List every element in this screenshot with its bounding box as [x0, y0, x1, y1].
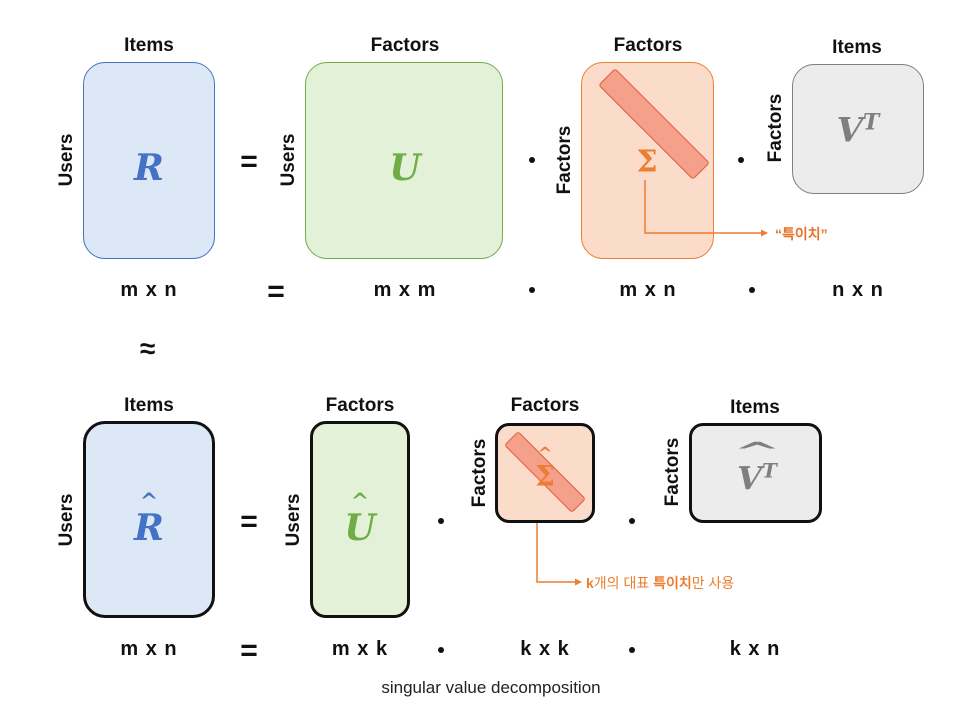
v-hat-matrix-symbol: ^ VT	[733, 437, 781, 498]
u-matrix	[305, 62, 503, 259]
v-matrix-dim: n x n	[832, 279, 884, 301]
annotation-k: k	[586, 575, 594, 591]
dims-equals-sign: =	[240, 634, 258, 667]
r-hat-letter: R	[134, 507, 164, 549]
r-hat-matrix-symbol: ^ R	[134, 489, 164, 549]
sigma-matrix-header: Factors	[613, 35, 683, 56]
dims-multiply-dot	[529, 287, 535, 293]
sigma-hat-matrix-symbol: ^ Σ	[535, 444, 555, 493]
v-hat-matrix-header: Items	[730, 397, 780, 418]
v-hat-matrix-side-label: Factors	[662, 437, 683, 507]
u-matrix-header: Factors	[370, 35, 440, 56]
u-hat-matrix	[310, 421, 410, 618]
caption: singular value decomposition	[381, 678, 601, 697]
v-matrix-symbol: VT	[837, 109, 880, 150]
hat-icon: ^	[537, 443, 553, 465]
u-hat-letter: U	[344, 507, 376, 549]
sigma-hat-letter: Σ	[535, 459, 555, 493]
annotation-text-a: 개의 대표	[593, 575, 654, 591]
sigma-matrix-dim: m x n	[619, 279, 677, 301]
v-hat-superscript: T	[761, 458, 777, 483]
v-matrix	[792, 64, 924, 194]
top-annotation-label: “특이치”	[775, 226, 828, 242]
v-hat-letter: V	[737, 459, 762, 498]
hat-icon: ^	[732, 436, 782, 466]
r-hat-matrix	[83, 421, 215, 618]
multiply-dot	[629, 518, 635, 524]
dims-multiply-dot	[438, 647, 444, 653]
multiply-dot	[738, 157, 744, 163]
approx-sign: ≈	[140, 333, 156, 364]
r-matrix-dim: m x n	[120, 279, 178, 301]
hat-icon: ^	[350, 489, 370, 515]
u-hat-matrix-symbol: ^ U	[344, 489, 376, 549]
v-hat-matrix	[689, 423, 822, 523]
r-hat-matrix-side-label: Users	[56, 493, 77, 547]
r-matrix	[83, 62, 215, 259]
v-symbol-letter: V	[836, 110, 864, 151]
u-hat-matrix-side-label: Users	[283, 493, 304, 547]
dims-equals-sign: =	[267, 275, 285, 308]
sigma-hat-matrix-side-label: Factors	[469, 438, 490, 508]
sigma-matrix-symbol: Σ	[636, 144, 658, 180]
equals-sign: =	[240, 145, 258, 178]
bottom-annotation-label: k개의 대표 특이치만 사용	[586, 573, 734, 593]
annotation-text-b: 특이치	[653, 575, 692, 591]
u-hat-matrix-header: Factors	[325, 395, 395, 416]
equals-sign: =	[240, 505, 258, 538]
sigma-hat-matrix-dim: k x k	[520, 638, 570, 660]
annotation-text-c: 만 사용	[691, 575, 735, 591]
sigma-hat-matrix-header: Factors	[510, 395, 580, 416]
dims-multiply-dot	[629, 647, 635, 653]
u-matrix-dim: m x m	[373, 279, 437, 301]
hat-icon: ^	[139, 489, 159, 515]
dims-multiply-dot	[749, 287, 755, 293]
r-matrix-header: Items	[124, 35, 174, 56]
u-matrix-symbol: U	[389, 147, 421, 189]
r-hat-matrix-dim: m x n	[120, 638, 178, 660]
v-hat-matrix-dim: k x n	[729, 638, 781, 660]
r-matrix-symbol: R	[134, 147, 164, 189]
u-hat-matrix-dim: m x k	[331, 638, 389, 660]
v-matrix-header: Items	[832, 37, 882, 58]
r-hat-matrix-header: Items	[124, 395, 174, 416]
multiply-dot	[438, 518, 444, 524]
multiply-dot	[529, 157, 535, 163]
v-symbol-superscript: T	[863, 109, 880, 136]
